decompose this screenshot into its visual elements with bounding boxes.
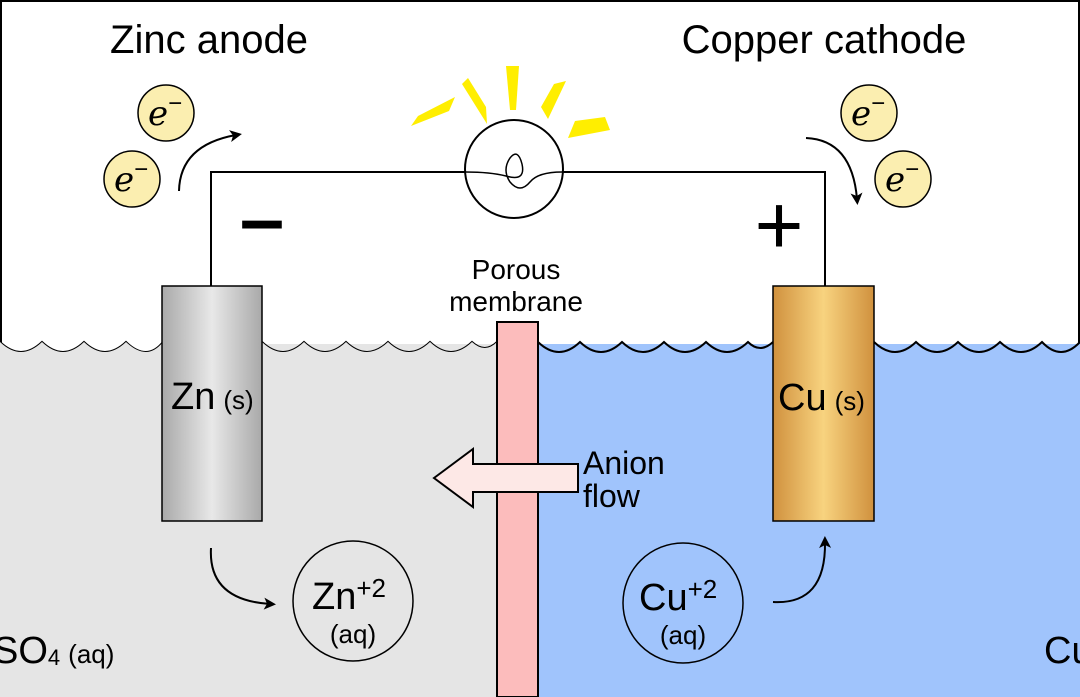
porous-membrane <box>496 321 539 697</box>
copper-ion-label: Cu+2 <box>639 574 717 619</box>
zinc-dissolve-arrow <box>209 547 276 610</box>
electron-anode-1: e− <box>137 84 195 142</box>
zinc-ion-circle <box>292 540 414 662</box>
anode-solution-label: SO4(aq) <box>0 630 114 672</box>
cathode-electron-arrow <box>805 137 863 205</box>
zinc-electrode-label: Zn(s) <box>171 376 254 418</box>
electron-cathode-1: e− <box>840 84 898 142</box>
zinc-electrode <box>161 285 263 522</box>
water-surface-right-fillcap <box>538 342 1080 360</box>
anode-sign: – <box>240 174 285 263</box>
membrane-label-line1: Porous <box>472 254 561 285</box>
cathode-title: Copper cathode <box>682 18 967 62</box>
copper-ion-circle <box>622 542 744 664</box>
anion-flow-label-line2: flow <box>583 478 641 514</box>
anode-title: Zinc anode <box>110 18 308 62</box>
svg-text:e−: e− <box>885 156 919 200</box>
copper-deposit-arrow <box>772 536 832 604</box>
svg-text:e−: e− <box>148 90 182 134</box>
membrane-label-line2: membrane <box>449 286 583 317</box>
zinc-ion-state: (aq) <box>330 619 376 649</box>
copper-electrode <box>772 285 875 522</box>
cathode-sign: + <box>754 178 803 272</box>
water-surface-left-fillcap <box>0 342 497 360</box>
electron-cathode-2: e− <box>874 150 932 208</box>
electron-anode-2: e− <box>103 150 161 208</box>
zinc-ion-label: Zn+2 <box>312 573 386 618</box>
svg-text:e−: e− <box>851 90 885 134</box>
copper-ion-state: (aq) <box>660 620 706 650</box>
circuit-wire <box>210 171 826 286</box>
copper-electrode-label: Cu(s) <box>778 377 865 419</box>
anion-arrow-overlap <box>497 466 538 490</box>
cathode-solution-label: Cu <box>1044 630 1080 672</box>
svg-text:e−: e− <box>114 156 148 200</box>
anode-electron-arrow <box>178 130 242 192</box>
water-surface-right <box>537 340 1080 353</box>
light-bulb-icon <box>411 66 610 219</box>
anion-flow-label-line1: Anion <box>583 445 665 481</box>
